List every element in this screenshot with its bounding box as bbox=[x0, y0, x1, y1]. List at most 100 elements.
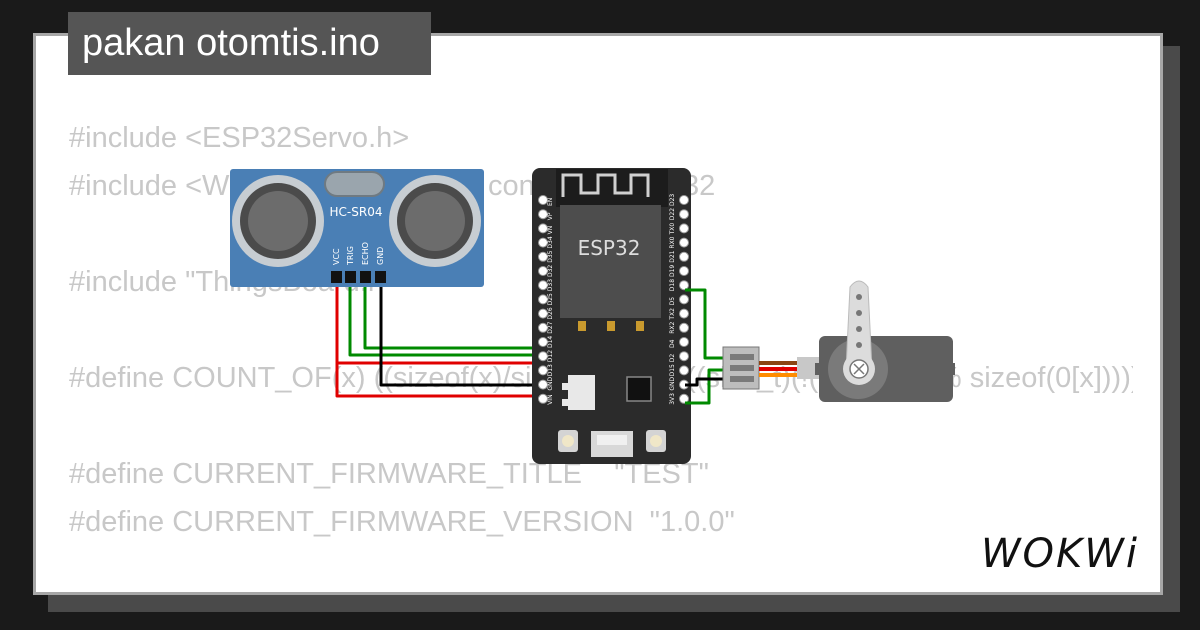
left-pin[interactable] bbox=[538, 365, 548, 376]
left-pin[interactable] bbox=[538, 351, 548, 362]
right-pin[interactable] bbox=[679, 337, 689, 347]
left-pin-label: D12 bbox=[547, 350, 554, 362]
right-pin[interactable] bbox=[679, 351, 689, 362]
right-pin-label: TX0 bbox=[669, 223, 676, 236]
right-pin-label: D21 bbox=[669, 250, 676, 262]
button-en[interactable] bbox=[558, 430, 578, 452]
wire-servo-vcc bbox=[685, 368, 723, 405]
page-title: pakan otomtis.ino bbox=[68, 12, 431, 75]
sensor-label: HC-SR04 bbox=[330, 205, 383, 219]
right-pin[interactable] bbox=[679, 365, 689, 376]
right-pin-label: RX0 bbox=[669, 236, 676, 248]
right-pin-label: 3V3 bbox=[669, 393, 676, 405]
wire-servo-gnd bbox=[685, 377, 723, 387]
right-pin-label: TX2 bbox=[669, 308, 676, 321]
transducer-right bbox=[389, 175, 481, 267]
wire-vcc bbox=[335, 285, 543, 365]
left-pin-label: D33 bbox=[547, 279, 554, 291]
usb-chip bbox=[626, 376, 652, 402]
wire-gnd bbox=[379, 285, 543, 387]
left-pin[interactable] bbox=[538, 237, 548, 248]
left-pin[interactable] bbox=[538, 393, 548, 404]
left-pin-label: VP bbox=[547, 212, 554, 220]
left-pin-label: D26 bbox=[547, 307, 554, 319]
left-pin-label: EN bbox=[547, 198, 554, 206]
left-pin[interactable] bbox=[538, 322, 548, 333]
sensor-wires bbox=[335, 285, 543, 398]
left-pin-label: D27 bbox=[547, 321, 554, 333]
right-pin[interactable] bbox=[679, 280, 689, 291]
left-pin-label: VIN bbox=[547, 394, 554, 404]
button-boot[interactable] bbox=[646, 430, 666, 452]
wire-vin bbox=[335, 363, 543, 398]
transducer-left bbox=[232, 175, 324, 267]
right-pin-label: D19 bbox=[669, 265, 676, 277]
right-pin-label: D15 bbox=[669, 364, 676, 376]
right-pin[interactable] bbox=[679, 195, 689, 205]
pin-column-right bbox=[679, 195, 689, 404]
left-pin[interactable] bbox=[538, 294, 548, 305]
left-pin-label: D32 bbox=[547, 265, 554, 277]
sensor-pin-echo: ECHO bbox=[361, 242, 370, 265]
left-pin[interactable] bbox=[538, 195, 548, 205]
sensor-headers bbox=[331, 271, 386, 283]
left-pin[interactable] bbox=[538, 251, 548, 262]
circuit-diagram[interactable]: HC-SR04 VCC TRIG ECHO GND ESP32 bbox=[36, 36, 1163, 595]
right-pin-label: GND bbox=[669, 376, 676, 390]
right-pin[interactable] bbox=[679, 266, 689, 276]
left-pin[interactable] bbox=[538, 280, 548, 291]
servo-motor[interactable] bbox=[722, 280, 955, 402]
pin-column-left bbox=[538, 195, 548, 404]
left-pin[interactable] bbox=[538, 223, 548, 234]
wire-trig bbox=[348, 285, 543, 357]
left-pin[interactable] bbox=[538, 266, 548, 276]
right-pin-label: D18 bbox=[669, 279, 676, 291]
right-pin-label: D5 bbox=[669, 297, 676, 306]
esp32-label: ESP32 bbox=[578, 236, 641, 260]
left-pin-label: D13 bbox=[547, 364, 554, 376]
wire-echo bbox=[363, 285, 543, 350]
regulator bbox=[568, 375, 595, 410]
left-pin[interactable] bbox=[538, 308, 548, 319]
left-pin-label: D14 bbox=[547, 336, 554, 348]
wokwi-logo-text: WOKWi bbox=[981, 531, 1139, 577]
left-pin[interactable] bbox=[538, 379, 548, 390]
right-pin-label: D4 bbox=[669, 339, 676, 348]
servo-horn bbox=[843, 280, 875, 385]
left-pin-label: VN bbox=[547, 226, 554, 235]
right-pin[interactable] bbox=[679, 322, 689, 333]
right-pin-label: D22 bbox=[669, 208, 676, 220]
antenna-trace bbox=[561, 173, 650, 197]
right-pin[interactable] bbox=[679, 237, 689, 248]
left-pin[interactable] bbox=[538, 209, 548, 220]
right-pin-label: D2 bbox=[669, 354, 676, 363]
left-pin[interactable] bbox=[538, 337, 548, 347]
right-pin[interactable] bbox=[679, 294, 689, 305]
right-pin[interactable] bbox=[679, 223, 689, 234]
right-pin[interactable] bbox=[679, 393, 689, 404]
left-pin-label: D25 bbox=[547, 293, 554, 305]
left-pin-label: D35 bbox=[547, 250, 554, 262]
hcsr04-sensor[interactable]: HC-SR04 VCC TRIG ECHO GND bbox=[230, 169, 484, 287]
right-pin-label: D23 bbox=[669, 194, 676, 206]
right-pin[interactable] bbox=[679, 209, 689, 220]
left-pin-label: GND bbox=[547, 376, 554, 390]
code-line: #include <ESP32Servo.h> bbox=[69, 122, 410, 154]
module-pads bbox=[578, 321, 644, 331]
right-pin-label: RX2 bbox=[669, 322, 676, 334]
wokwi-logo[interactable]: WOKWi bbox=[979, 529, 1149, 579]
code-line: #define CURRENT_FIRMWARE_VERSION "1.0.0" bbox=[69, 506, 735, 538]
wire-signal bbox=[685, 288, 723, 360]
project-card[interactable]: #include <ESP32Servo.h>#include <WiFi.h>… bbox=[33, 33, 1163, 595]
right-pin[interactable] bbox=[679, 251, 689, 262]
sensor-pin-labels: VCC TRIG ECHO GND bbox=[332, 242, 385, 266]
sensor-pin-trig: TRIG bbox=[346, 246, 355, 266]
sensor-pin-gnd: GND bbox=[376, 247, 385, 265]
right-pin[interactable] bbox=[679, 308, 689, 319]
left-pin-label: D34 bbox=[547, 236, 554, 248]
sensor-pin-vcc: VCC bbox=[332, 248, 341, 265]
servo-wires bbox=[685, 288, 723, 405]
